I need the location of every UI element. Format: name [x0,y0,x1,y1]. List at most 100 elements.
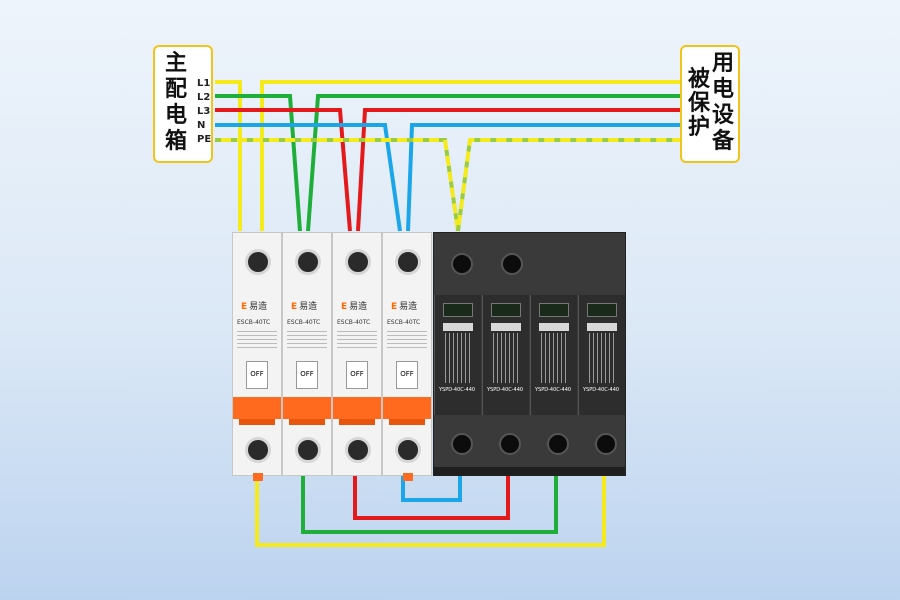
status-window [539,303,569,317]
breaker-bottom-terminal [395,437,421,463]
load-col1-char-3: 护 [688,115,711,140]
label-l1: L1 [197,78,211,89]
breaker-toggle[interactable]: OFF [296,361,318,389]
wire-n-spd [401,476,462,502]
breaker-foot [403,473,413,481]
wire-l2-spd [301,476,558,534]
spd-module-3[interactable]: YSPD-40C-440 [530,295,577,415]
cert-icons [539,323,569,331]
breaker-handle-lip [339,419,375,425]
breaker-bottom-terminal [245,437,271,463]
status-window [587,303,617,317]
spd-model-label: YSPD-40C-440 [535,387,572,393]
breaker-bottom-terminal [295,437,321,463]
spd-model-label: YSPD-40C-440 [439,387,476,393]
spd-top-terminal [501,253,523,275]
breaker-toggle[interactable]: OFF [396,361,418,389]
breaker-top-terminal [395,249,421,275]
spd-bottom-terminal [547,433,569,455]
breaker-top-terminal [345,249,371,275]
main-distribution-box-panel: 主 配 电 箱 L1 L2 L3 N PE [153,45,213,163]
wire-l1-out [260,80,680,231]
breaker-spec-text [337,331,377,349]
spd-module-1[interactable]: YSPD-40C-440 [434,295,481,415]
breaker-handle[interactable] [233,397,281,419]
breaker-bottom-terminal [345,437,371,463]
spd-spec-text [541,333,567,383]
breaker-handle[interactable] [333,397,381,419]
wire-l2-in [215,94,302,232]
load-col2-char-2: 电 [712,77,735,102]
breaker-toggle[interactable]: OFF [346,361,368,389]
breaker-toggle[interactable]: OFF [246,361,268,389]
load-col2-char-1: 用 [712,51,735,76]
breaker-foot [253,473,263,481]
breaker-spec-text [387,331,427,349]
breaker-model: ESCB-40TC [237,319,271,326]
spd-model-label: YSPD-40C-440 [583,387,620,393]
label-pe: PE [197,134,212,145]
spd-model-label: YSPD-40C-440 [487,387,524,393]
label-l2: L2 [197,92,211,103]
protected-equipment-panel: 被 保 护 用 电 设 备 [680,45,740,163]
breaker-handle[interactable] [383,397,431,419]
wire-n-in [215,123,402,232]
breaker-model: ESCB-40TC [387,319,421,326]
label-n: N [197,120,206,131]
wire-l2-out [306,94,680,232]
load-col2-char-3: 设 [712,103,735,128]
spd-spec-text [493,333,519,383]
source-char-4: 箱 [165,129,188,154]
breaker-handle-lip [389,419,425,425]
wire-pe-out-yellow [456,138,680,232]
spd-spec-text [445,333,471,383]
wire-pe-in [215,138,460,232]
spd-base [434,467,625,475]
source-char-1: 主 [165,51,188,76]
breaker-top-terminal [245,249,271,275]
spd-top-terminal [451,253,473,275]
spd-module-2[interactable]: YSPD-40C-440 [482,295,529,415]
wire-n-out [406,123,680,232]
spd-spec-text [589,333,615,383]
wire-l3-out [356,108,680,232]
breaker-model: ESCB-40TC [287,319,321,326]
source-char-3: 电 [165,103,188,128]
surge-protector: YSPD-40C-440 YSPD-40C-440 YSPD-40C-440 Y… [433,232,626,476]
breaker-handle-lip [289,419,325,425]
cert-icons [491,323,521,331]
load-col2-char-4: 备 [712,129,735,154]
spd-module-4[interactable]: YSPD-40C-440 [578,295,625,415]
wire-l1-spd [255,476,606,547]
wire-l3-in [215,108,352,232]
source-char-2: 配 [165,77,188,102]
cert-icons [443,323,473,331]
spd-bottom-terminal [499,433,521,455]
breaker-top-terminal [295,249,321,275]
breaker-handle-lip [239,419,275,425]
spd-bottom-terminal [595,433,617,455]
wire-l1-in [215,80,242,231]
breaker-model: ESCB-40TC [337,319,371,326]
line-labels: L1 L2 L3 N PE [197,77,211,147]
label-l3: L3 [197,106,211,117]
wire-l3-spd [353,476,510,520]
breaker-spec-text [237,331,277,349]
breaker-handle[interactable] [283,397,331,419]
load-col1-char-2: 保 [688,91,711,116]
load-col1-char-1: 被 [688,67,711,92]
spd-bottom-terminal [451,433,473,455]
status-window [491,303,521,317]
wire-pe-in-yellow [215,138,460,232]
breaker-spec-text [287,331,327,349]
cert-icons [587,323,617,331]
